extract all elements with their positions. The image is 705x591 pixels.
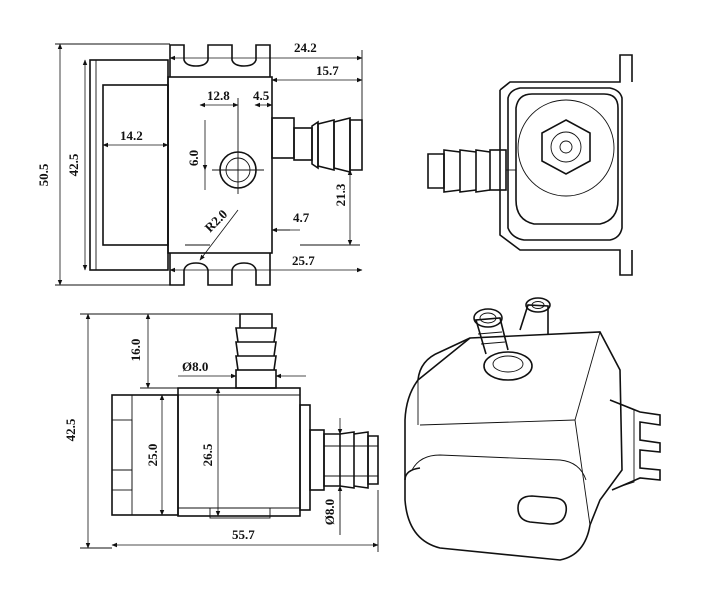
dim-left-body-height: 42.5 [66,153,81,176]
dim-top-center-offset: 12.8 [207,88,230,103]
dim-left-total-height: 50.5 [36,163,51,186]
top-view: 24.2 15.7 12.8 4.5 14.2 50.5 42.5 6.0 21… [36,40,363,286]
dim-outlet-height: 21.3 [333,183,348,206]
dim-top-overall-width: 24.2 [294,40,317,55]
dim-left-body-depth: 14.2 [120,128,143,143]
dim-top-small-offset: 4.5 [253,88,270,103]
dim-side-total-width: 55.7 [232,527,255,542]
side-view: 42.5 16.0 Ø8.0 25.0 26.5 Ø8.0 55.7 [63,313,379,552]
dim-body-height-a: 25.0 [145,444,160,467]
dim-radius: R2.0 [202,206,231,235]
dim-top-outlet-width: 15.7 [316,63,339,78]
dim-outlet-dia: Ø8.0 [322,499,337,525]
dim-nozzle-dia: Ø8.0 [182,359,208,374]
dim-bottom-width: 25.7 [292,253,315,268]
dim-nozzle-length: 16.0 [128,339,143,362]
front-view [427,54,633,276]
dim-hole-offset: 6.0 [186,150,201,166]
dim-outlet-gap: 4.7 [293,210,310,225]
dim-side-total-height: 42.5 [63,418,78,441]
isometric-view [404,297,661,561]
dim-body-height-b: 26.5 [200,443,215,466]
